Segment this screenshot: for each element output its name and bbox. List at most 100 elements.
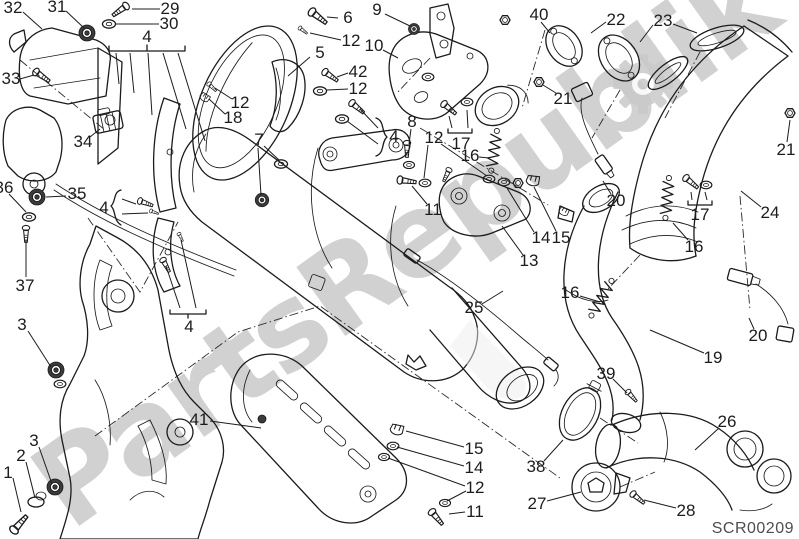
leader-line-7 bbox=[257, 147, 262, 196]
grommet-31 bbox=[78, 24, 96, 42]
leader-line-6 bbox=[326, 16, 339, 19]
group-bracket-17a bbox=[447, 109, 473, 134]
leader-line-19 bbox=[649, 329, 705, 354]
leader-line-23 bbox=[639, 24, 654, 43]
gasket-23a bbox=[689, 24, 745, 52]
screw-28 bbox=[628, 489, 647, 507]
leader-line-28 bbox=[643, 499, 677, 509]
screw-11b bbox=[426, 506, 447, 528]
leader-line-27 bbox=[546, 491, 582, 502]
group-bracket-4-bottom bbox=[165, 239, 207, 319]
leader-line-35 bbox=[45, 195, 67, 198]
nut-21a bbox=[533, 77, 545, 87]
leader-line-9 bbox=[384, 13, 411, 27]
leader-line-1 bbox=[12, 477, 22, 513]
leader-line-12 bbox=[214, 87, 233, 100]
leader-line-42 bbox=[336, 72, 349, 78]
heat-shield-half-upper bbox=[152, 97, 181, 213]
bolt-1 bbox=[7, 512, 31, 537]
heat-shield-half-lower bbox=[152, 217, 181, 293]
pin-4c bbox=[176, 231, 185, 243]
leader-line-20 bbox=[748, 317, 755, 330]
spring-16a bbox=[484, 127, 504, 175]
leader-line-14 bbox=[506, 187, 535, 233]
leader-lines bbox=[8, 8, 791, 515]
gear-icon bbox=[613, 54, 673, 114]
screw-6 bbox=[305, 5, 330, 28]
leader-line-15 bbox=[405, 430, 465, 448]
washer-12c1 bbox=[418, 178, 432, 188]
washer-14b bbox=[386, 441, 400, 451]
diagram-code: SCR00209 bbox=[711, 520, 794, 537]
screw-42 bbox=[319, 66, 341, 85]
connector-34 bbox=[92, 107, 124, 134]
spring-16b bbox=[659, 174, 676, 222]
construction-lines bbox=[19, 29, 751, 488]
leader-line-20 bbox=[602, 180, 612, 195]
screw-17b bbox=[680, 172, 701, 192]
control-cable-25 bbox=[403, 248, 559, 387]
gasket-plate-13 bbox=[438, 173, 531, 237]
leader-line-34 bbox=[89, 128, 101, 138]
screw-37 bbox=[21, 224, 31, 243]
lambda-sensor-20a bbox=[570, 81, 615, 179]
exhaust-valve-actuator bbox=[2, 27, 237, 277]
leader-line-5 bbox=[287, 56, 311, 77]
screw-4b bbox=[136, 196, 155, 210]
screw-4e bbox=[346, 97, 367, 117]
leader-line-24 bbox=[740, 190, 762, 208]
lambda-sensor-20b bbox=[726, 267, 795, 343]
group-brace-4-left bbox=[110, 189, 149, 226]
washer-17b bbox=[699, 180, 713, 190]
screw-33 bbox=[30, 66, 53, 86]
washer-17a bbox=[460, 97, 474, 107]
washer-30 bbox=[101, 19, 117, 29]
link-pipe-26 bbox=[594, 411, 792, 512]
nut-14a bbox=[512, 178, 524, 188]
clip-15b bbox=[388, 421, 406, 438]
screw-13 bbox=[440, 166, 454, 184]
spring-16c bbox=[584, 275, 619, 322]
leader-line-14 bbox=[396, 446, 465, 467]
leader-line-36 bbox=[8, 193, 27, 213]
leader-line-26 bbox=[694, 427, 720, 451]
silencer-body bbox=[178, 126, 545, 410]
washer-3a bbox=[53, 379, 67, 389]
washer-36 bbox=[21, 212, 37, 222]
leader-line-13 bbox=[501, 225, 524, 256]
leader-line-16 bbox=[478, 156, 490, 159]
grommet-35 bbox=[28, 188, 46, 206]
leader-line-32 bbox=[22, 11, 43, 30]
exhaust-pipe-19 bbox=[557, 182, 644, 434]
leader-line-11 bbox=[411, 185, 428, 205]
washer-8 bbox=[402, 160, 416, 170]
leader-line-31 bbox=[65, 10, 85, 29]
pin-4b bbox=[148, 208, 160, 217]
leader-line-12 bbox=[309, 32, 342, 41]
nut-21b bbox=[784, 108, 796, 118]
leader-line-16 bbox=[579, 295, 601, 303]
leader-line-7 bbox=[263, 145, 280, 161]
leader-line-11 bbox=[448, 511, 466, 515]
leader-line-38 bbox=[543, 439, 564, 462]
leader-line-12 bbox=[446, 490, 467, 502]
leader-line-12 bbox=[387, 457, 466, 487]
leader-line-3 bbox=[38, 446, 53, 485]
group-bracket-4-top bbox=[108, 44, 206, 142]
leader-line-12 bbox=[440, 143, 488, 177]
leader-line-16 bbox=[672, 222, 689, 241]
leader-line-23 bbox=[672, 23, 698, 34]
group-brace-4-right bbox=[346, 108, 388, 157]
leader-line-3 bbox=[27, 330, 52, 368]
bottom-heat-shield-41 bbox=[230, 353, 408, 524]
washer-10 bbox=[421, 72, 435, 82]
silencer-inlet bbox=[474, 84, 529, 127]
leader-line-15 bbox=[533, 186, 557, 232]
leader-line-21 bbox=[542, 84, 557, 94]
leader-line-10 bbox=[382, 49, 399, 59]
grommet-3b bbox=[46, 478, 64, 496]
pin-12t bbox=[296, 24, 309, 36]
leader-line-18 bbox=[208, 98, 226, 115]
